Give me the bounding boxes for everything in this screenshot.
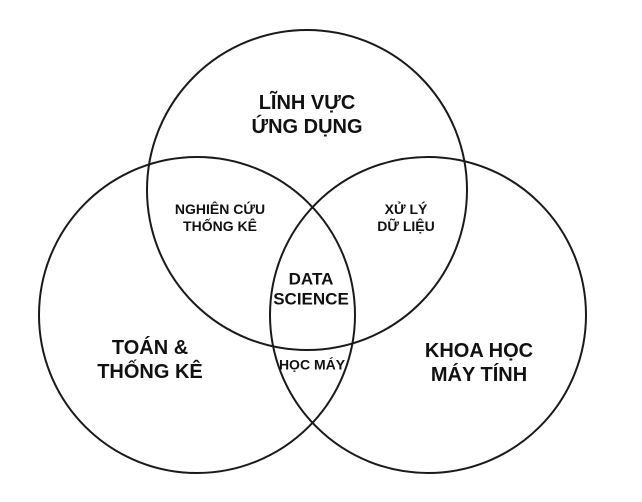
- label-line: LĨNH VỰC: [258, 92, 356, 114]
- label-computer-science: KHOA HỌC MÁY TÍNH: [425, 339, 533, 387]
- label-line: KHOA HỌC: [424, 340, 534, 362]
- label-line: THỐNG KÊ: [97, 361, 203, 383]
- label-line: HỌC MÁY: [278, 356, 346, 373]
- label-line: DATA: [288, 269, 334, 289]
- label-line: ỨNG DỤNG: [251, 116, 363, 138]
- label-math-statistics: TOÁN & THỐNG KÊ: [97, 336, 203, 384]
- label-line: TOÁN &: [111, 337, 189, 359]
- label-line: MÁY TÍNH: [430, 364, 528, 386]
- label-data-science: DATA SCIENCE: [273, 270, 349, 311]
- label-applied-domain: LĨNH VỰC ỨNG DỤNG: [251, 91, 362, 139]
- circle-computer-science: [269, 156, 587, 474]
- circle-math-statistics: [38, 156, 356, 474]
- label-line: DỮ LIỆU: [377, 218, 435, 234]
- label-machine-learning: HỌC MÁY: [279, 357, 345, 374]
- label-data-processing: XỬ LÝ DỮ LIỆU: [377, 201, 435, 235]
- circle-applied-domain: [146, 29, 468, 351]
- label-line: XỬ LÝ: [384, 201, 428, 218]
- label-line: THỐNG KÊ: [183, 218, 257, 234]
- label-line: NGHIÊN CỨU: [174, 201, 266, 218]
- label-line: SCIENCE: [273, 290, 349, 309]
- label-statistical-research: NGHIÊN CỨU THỐNG KÊ: [175, 201, 265, 235]
